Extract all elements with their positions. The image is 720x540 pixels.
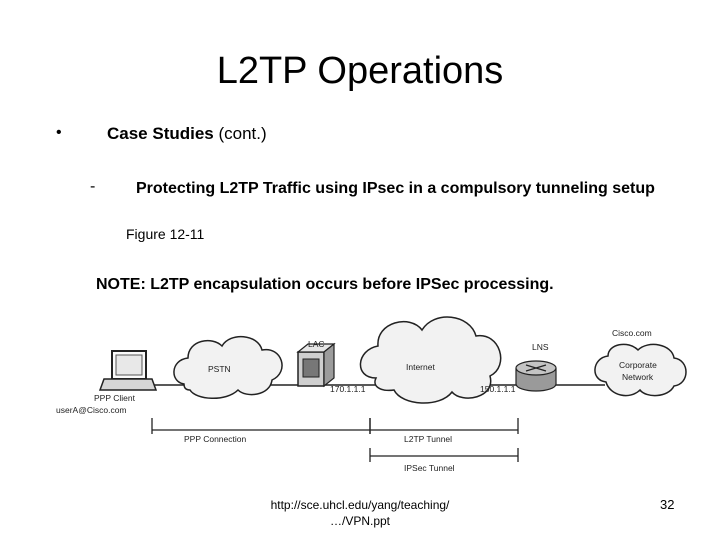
client-label-line2: userA@Cisco.com <box>56 405 127 415</box>
note-text: NOTE: L2TP encapsulation occurs before I… <box>96 276 554 293</box>
lns-ip-label: 150.1.1.1 <box>480 384 516 394</box>
laptop-icon <box>98 350 158 391</box>
client-label-line1: PPP Client <box>94 393 136 403</box>
lns-router-icon <box>515 360 557 392</box>
lac-label: LAC <box>308 339 325 349</box>
dash-marker: - <box>90 178 96 195</box>
page-number: 32 <box>660 497 675 512</box>
bullet-marker: • <box>56 124 62 141</box>
internet-label: Internet <box>406 362 435 372</box>
figure-reference: Figure 12-11 <box>126 226 205 242</box>
lac-router-icon <box>296 342 336 388</box>
ipsec-tunnel-label: IPSec Tunnel <box>404 463 455 473</box>
l2tp-tunnel-span <box>369 418 519 434</box>
l2tp-tunnel-label: L2TP Tunnel <box>404 434 452 444</box>
case-studies-heading: Case Studies (cont.) <box>107 124 267 144</box>
footer-url-line1: http://sce.uhcl.edu/yang/teaching/ <box>270 498 450 512</box>
case-studies-bold: Case Studies <box>107 124 214 143</box>
ppp-connection-label: PPP Connection <box>184 434 246 444</box>
cisco-com-label: Cisco.com <box>612 328 652 338</box>
pstn-cloud-icon <box>173 336 283 399</box>
ipsec-tunnel-span <box>369 448 519 462</box>
ppp-connection-span <box>151 418 371 434</box>
slide-title: L2TP Operations <box>216 50 504 92</box>
corporate-cloud-icon <box>594 343 687 397</box>
internet-cloud-icon <box>359 316 502 404</box>
footer-url: http://sce.uhcl.edu/yang/teaching/ …/VPN… <box>240 497 480 529</box>
subpoint-text: Protecting L2TP Traffic using IPsec in a… <box>136 180 655 197</box>
footer-url-line2: …/VPN.ppt <box>329 514 391 528</box>
lac-ip-label: 170.1.1.1 <box>330 384 366 394</box>
pstn-label: PSTN <box>208 364 231 374</box>
corporate-label-line2: Network <box>622 372 654 382</box>
corporate-label-line1: Corporate <box>619 360 657 370</box>
case-studies-cont: (cont.) <box>213 124 267 143</box>
lns-label: LNS <box>532 342 549 352</box>
